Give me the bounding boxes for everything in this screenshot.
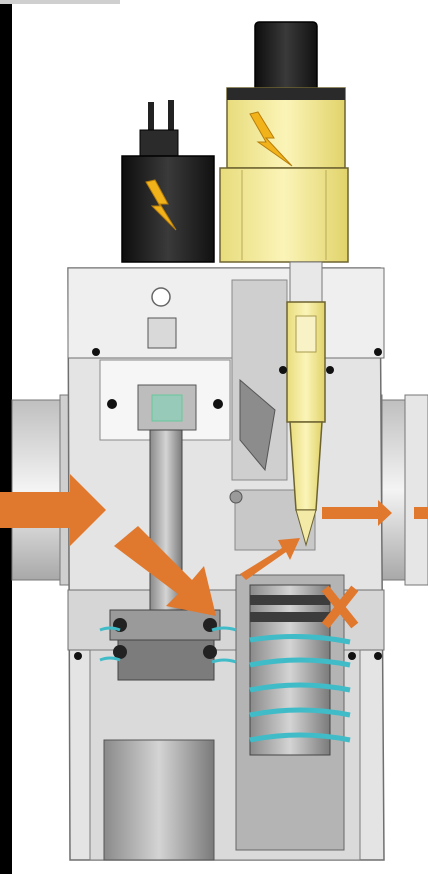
piston-stem — [109, 317, 221, 681]
left-edge-bar — [0, 0, 12, 874]
flow-arrow-icon — [114, 526, 216, 616]
lightning-icon — [145, 179, 177, 231]
flow-arrow-icon — [0, 474, 106, 546]
small-spring-icon — [99, 626, 237, 664]
lightning-icon — [249, 111, 293, 167]
port-hole — [151, 287, 171, 307]
flow-arrow-icon — [240, 538, 300, 580]
blocked-x-icon — [321, 585, 359, 629]
small-solenoid — [121, 100, 215, 263]
seal-dots — [74, 348, 382, 660]
spring-icon — [249, 633, 351, 743]
top-edge-strip — [0, 0, 120, 4]
flow-arrow-icon — [322, 500, 428, 526]
large-solenoid — [219, 21, 349, 547]
